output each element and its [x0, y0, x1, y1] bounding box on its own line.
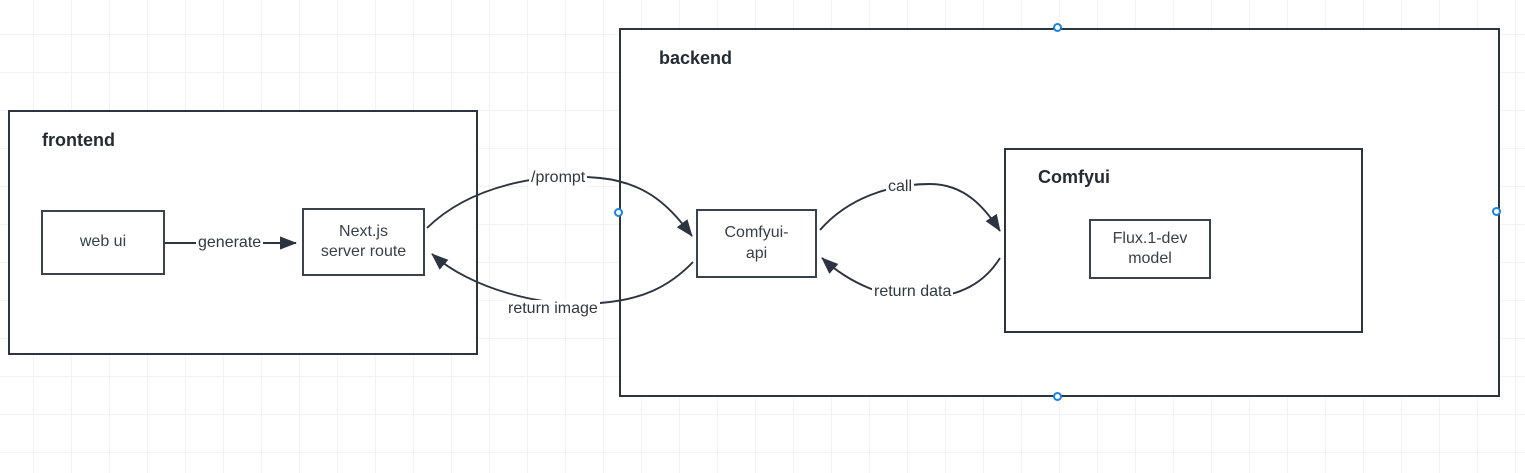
node-flux-model[interactable]: Flux.1-dev model: [1089, 219, 1211, 279]
edge-label-generate: generate: [196, 234, 264, 252]
edge-label-call: call: [886, 178, 915, 196]
edge-label-prompt: /prompt: [529, 169, 588, 187]
node-comfyui-api[interactable]: Comfyui- api: [696, 209, 817, 278]
selection-handle-bottom[interactable]: [1053, 392, 1062, 401]
edge-label-return-image: return image: [506, 300, 600, 318]
node-nextjs-server-route[interactable]: Next.js server route: [302, 208, 425, 276]
selection-handle-right[interactable]: [1492, 207, 1501, 216]
selection-handle-top[interactable]: [1053, 23, 1062, 32]
selection-handle-left[interactable]: [614, 208, 623, 217]
container-backend-title: backend: [659, 48, 733, 68]
container-comfyui-title: Comfyui: [1038, 167, 1110, 187]
node-web-ui[interactable]: web ui: [41, 210, 165, 275]
edge-label-return-data: return data: [872, 283, 954, 301]
container-frontend-title: frontend: [42, 130, 115, 150]
